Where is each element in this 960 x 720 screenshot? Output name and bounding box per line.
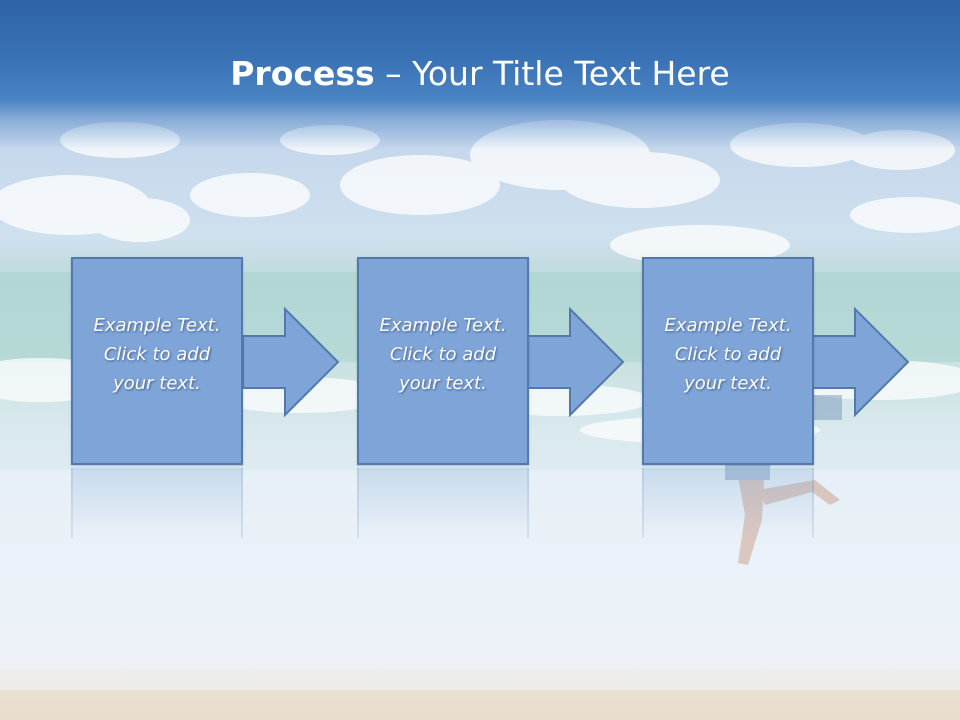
- step-3-reflection: [642, 468, 814, 538]
- title-rest-text: – Your Title Text Here: [374, 54, 730, 93]
- right-arrow-icon: [242, 306, 340, 418]
- step-1-text[interactable]: Example Text. Click to add your text.: [93, 315, 221, 394]
- step-3-text[interactable]: Example Text. Click to add your text.: [664, 315, 792, 394]
- title-band: [0, 0, 960, 150]
- step-2-reflection: [357, 468, 529, 538]
- process-step-1[interactable]: Example Text. Click to add your text.: [71, 257, 243, 465]
- step-2-text[interactable]: Example Text. Click to add your text.: [379, 315, 507, 394]
- process-step-2[interactable]: Example Text. Click to add your text.: [357, 257, 529, 465]
- slide-title[interactable]: Process – Your Title Text Here: [0, 52, 960, 96]
- process-step-3[interactable]: Example Text. Click to add your text.: [642, 257, 814, 465]
- title-bold-text: Process: [230, 54, 375, 93]
- right-arrow-icon: [812, 306, 910, 418]
- step-1-reflection: [71, 468, 243, 538]
- right-arrow-icon: [527, 306, 625, 418]
